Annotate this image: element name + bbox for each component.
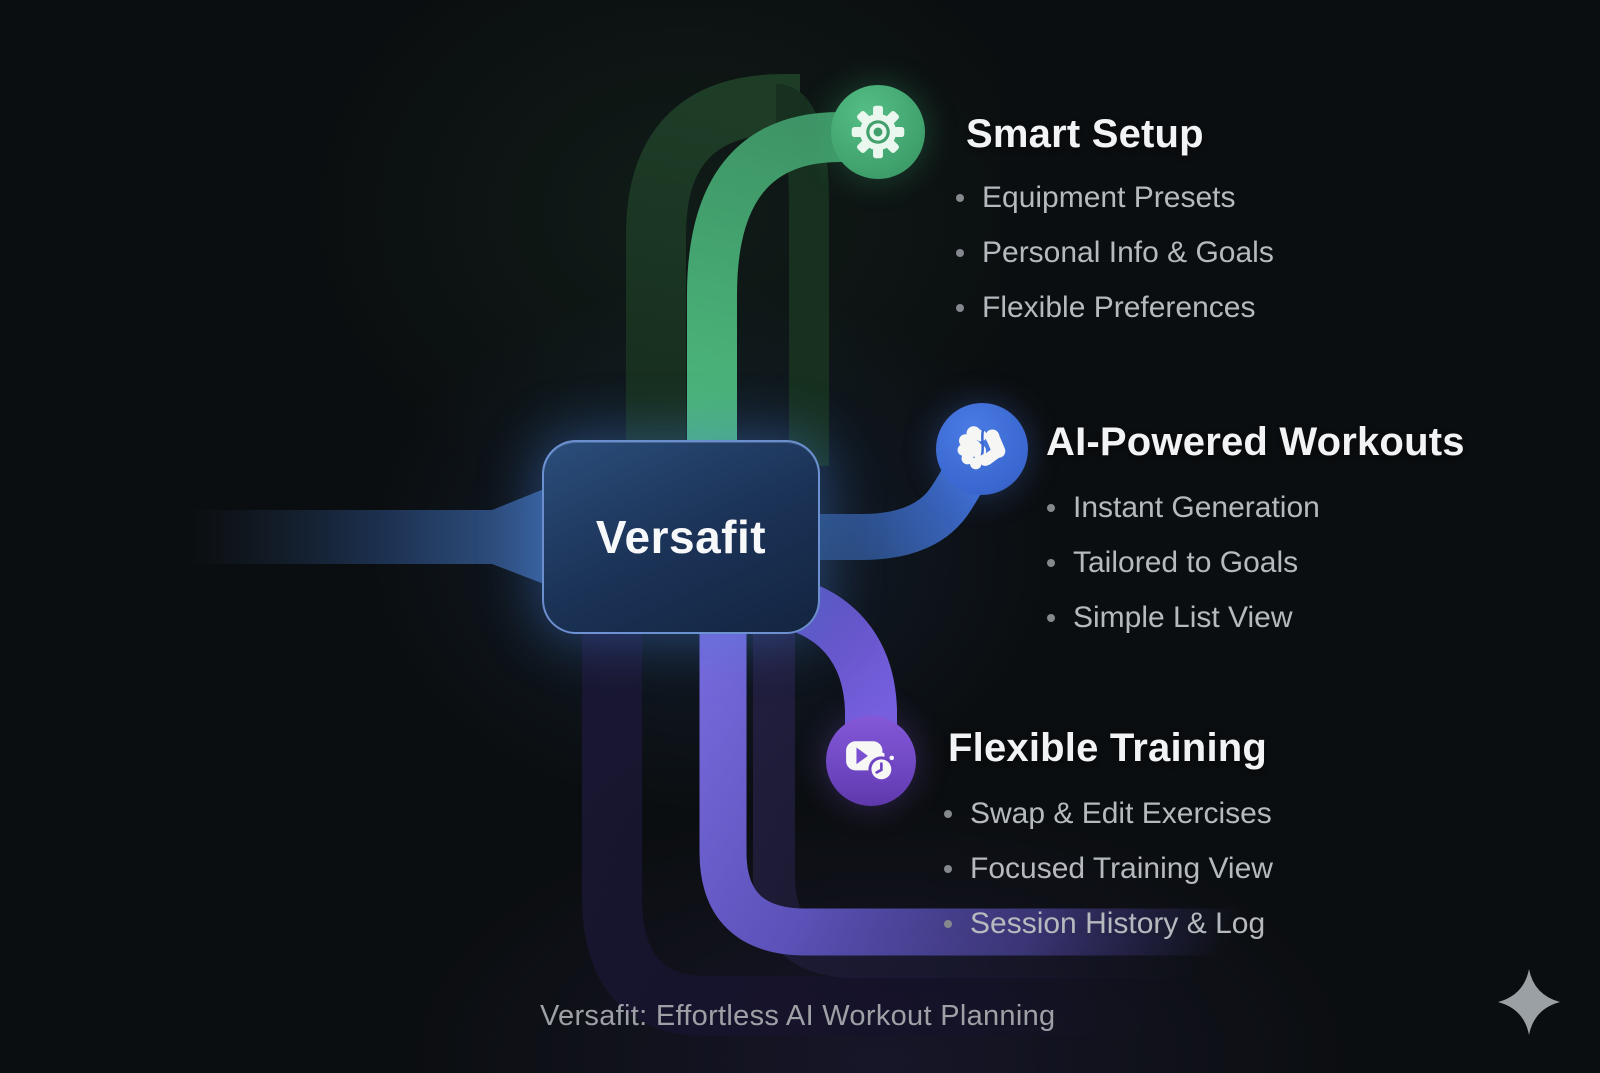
green-connector-path [687,112,876,600]
bullet-dot [956,303,964,312]
list-item: Focused Training View [944,841,1273,896]
green-connector-shadow [626,74,800,575]
gear-icon [851,105,905,159]
list-item: Equipment Presets [956,170,1274,225]
branch-list-ai-workouts: Instant Generation Tailored to Goals Sim… [1047,480,1320,645]
list-item: Simple List View [1047,590,1320,645]
center-node: Versafit [542,440,820,634]
purple-connector-long [699,612,1238,956]
branch-circle-smart-setup [831,85,925,179]
branch-title-smart-setup: Smart Setup [966,112,1204,156]
bullet-dot [956,248,964,257]
list-item: Swap & Edit Exercises [944,786,1273,841]
bullet-dot [944,864,952,873]
bullet-dot [944,809,952,818]
list-item: Flexible Preferences [956,280,1274,335]
bullet-dot [1047,503,1055,512]
brain-muscle-icon [957,426,1006,470]
list-item: Session History & Log [944,896,1273,951]
caption: Versafit: Effortless AI Workout Planning [540,1000,1056,1032]
purple-connector-shadow-outer [582,612,1165,1036]
list-item: Tailored to Goals [1047,535,1320,590]
list-item: Personal Info & Goals [956,225,1274,280]
bullet-dot [956,193,964,202]
branch-list-smart-setup: Equipment Presets Personal Info & Goals … [956,170,1274,335]
bullet-dot [1047,613,1055,622]
bullet-dot [944,919,952,928]
branch-title-flexible-training: Flexible Training [948,726,1268,770]
branch-list-flexible-training: Swap & Edit Exercises Focused Training V… [944,786,1273,951]
bullet-dot [1047,558,1055,567]
blue-connector-left [185,489,544,584]
sparkle-icon [1498,969,1560,1035]
branch-circle-ai-workouts [936,403,1028,495]
list-item: Instant Generation [1047,480,1320,535]
branch-title-ai-workouts: AI-Powered Workouts [1046,420,1465,464]
branch-circle-flexible-training [826,716,916,806]
video-timer-icon [846,741,895,783]
center-node-label: Versafit [595,511,767,563]
